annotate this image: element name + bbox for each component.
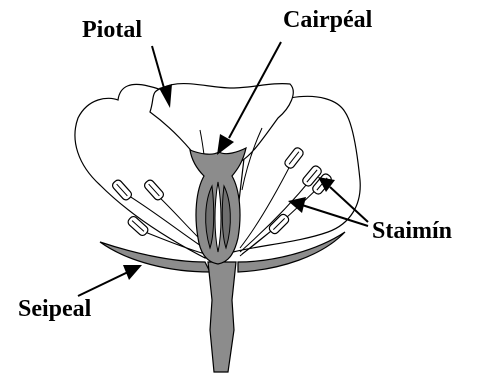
carpel-label: Cairpéal	[283, 7, 373, 33]
petal-label: Piotal	[82, 17, 142, 43]
sepal-label: Seipeal	[18, 296, 92, 322]
stem	[208, 262, 236, 372]
stamen-label: Staimín	[372, 218, 452, 244]
sepal-arrow	[78, 265, 142, 296]
